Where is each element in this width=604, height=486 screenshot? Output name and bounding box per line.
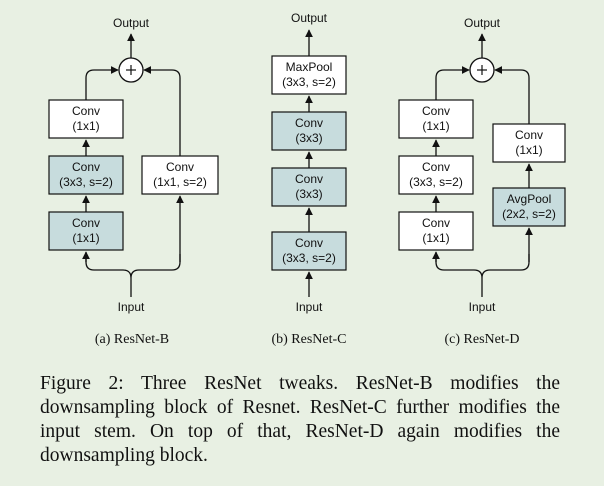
resnet-d-main-0-box — [398, 99, 474, 139]
resnet-c-layer-3-label-line2: (3x3, s=2) — [282, 251, 336, 265]
resnet-c-layer-1-label-line2: (3x3) — [295, 131, 322, 145]
resnet-d-main-2-label-line1: Conv — [422, 216, 450, 230]
resnet-b-main-0-label-line2: (1x1) — [72, 119, 99, 133]
resnet-d-output-label: Output — [464, 16, 501, 30]
resnet-b-output-label: Output — [113, 16, 150, 30]
resnet-d-shortcut-top-box — [492, 123, 566, 163]
resnet-d-shortcut-bottom-label-line2: (2x2, s=2) — [502, 207, 556, 221]
resnet-b-main-1-label-line1: Conv — [72, 160, 100, 174]
resnet-b-main-2-label-line2: (1x1) — [72, 231, 99, 245]
resnet-d-main-0-label-line2: (1x1) — [422, 119, 449, 133]
resnet-d-arrow-main-to-add — [435, 66, 470, 100]
resnet-d-arrow-short-to-add — [494, 66, 530, 124]
resnet-b-shortcut-0-label-line2: (1x1, s=2) — [153, 175, 207, 189]
resnet-d-main-1-box — [398, 155, 474, 195]
resnet-d-main-0-label-line1: Conv — [422, 104, 450, 118]
resnet-d-input-split — [435, 254, 530, 279]
resnet-d-shortcut-bottom-box — [492, 187, 566, 227]
resnet-b-main-0-box — [48, 99, 124, 139]
resnet-b-arrow-short-to-add — [143, 66, 181, 156]
resnet-d-shortcut-top-label-line1: Conv — [515, 128, 543, 142]
resnet-c-layer-2-label-line1: Conv — [295, 172, 323, 186]
resnet-c-subcaption: (b) ResNet-C — [271, 332, 346, 347]
resnet-c-input-label: Input — [296, 300, 323, 314]
resnet-b-input-label: Input — [118, 300, 145, 314]
resnet-b-main-0-label-line1: Conv — [72, 104, 100, 118]
resnet-d-main-2-label-line2: (1x1) — [422, 231, 449, 245]
resnet-b-main-1-box — [48, 155, 124, 195]
figure-caption: Figure 2: Three ResNet tweaks. ResNet-B … — [40, 373, 560, 466]
resnet-d-main-1-label-line2: (3x3, s=2) — [409, 175, 463, 189]
resnet-c-layer-1-label-line1: Conv — [295, 116, 323, 130]
diagram-canvas: Conv(1x1)Conv(3x3, s=2)Conv(1x1)Conv(1x1… — [48, 11, 566, 347]
resnet-c-layer-0-label-line2: (3x3, s=2) — [282, 75, 336, 89]
resnet-c-layer-0-label-line1: MaxPool — [286, 60, 333, 74]
resnet-d-subcaption: (c) ResNet-D — [444, 332, 519, 347]
resnet-d-main-1-label-line1: Conv — [422, 160, 450, 174]
resnet-d-input-label: Input — [469, 300, 496, 314]
resnet-b-shortcut-0-label-line1: Conv — [166, 160, 194, 174]
resnet-c-output-label: Output — [291, 11, 328, 25]
resnet-c-layer-2-label-line2: (3x3) — [295, 187, 322, 201]
resnet-b-shortcut-0-box — [141, 155, 219, 195]
resnet-c-layer-0-box — [271, 55, 347, 95]
resnet-d-shortcut-top-label-line2: (1x1) — [515, 143, 542, 157]
resnet-b-arrow-main-to-add — [85, 66, 119, 100]
resnet-b-main-1-label-line2: (3x3, s=2) — [59, 175, 113, 189]
resnet-b-main-2-label-line1: Conv — [72, 216, 100, 230]
resnet-c-layer-3-label-line1: Conv — [295, 236, 323, 250]
resnet-b-input-split — [85, 254, 181, 279]
resnet-d-shortcut-bottom-label-line1: AvgPool — [507, 192, 551, 206]
resnet-b-subcaption: (a) ResNet-B — [95, 332, 169, 347]
